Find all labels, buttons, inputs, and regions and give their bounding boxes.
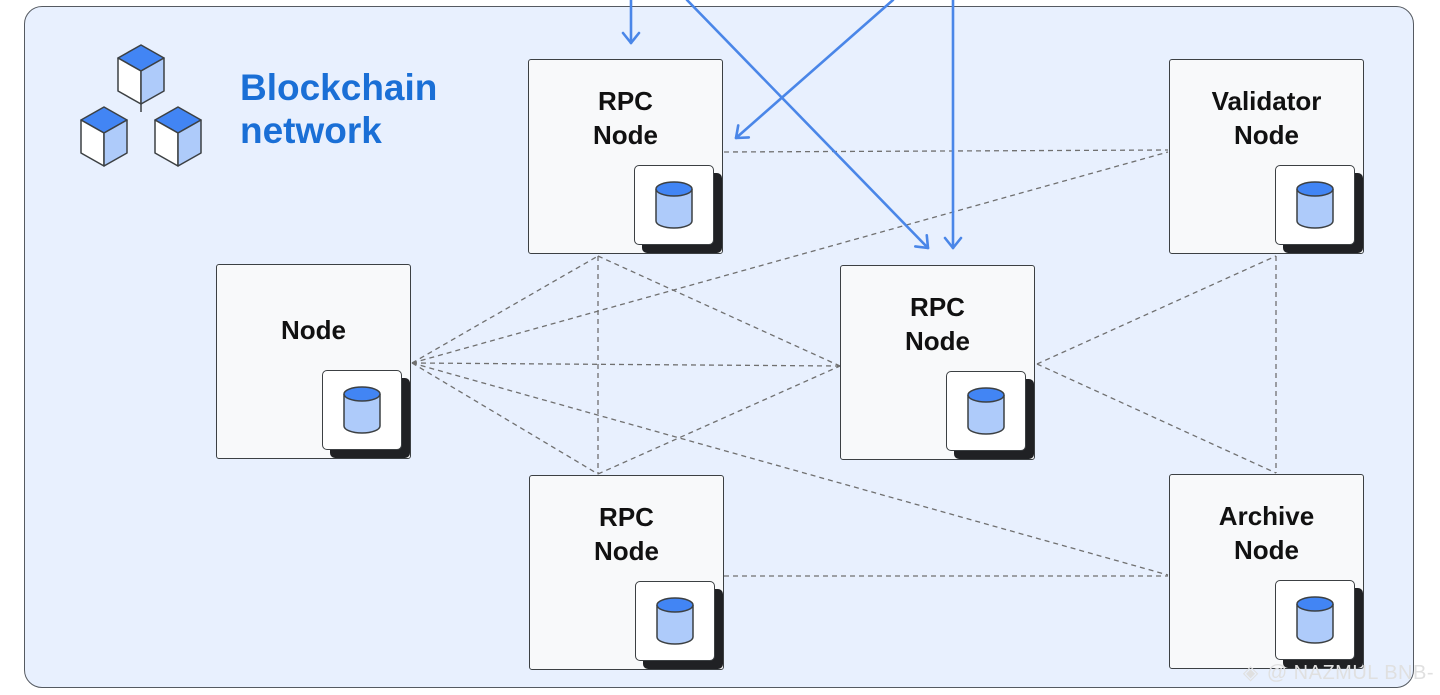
link-node-rpc3 — [411, 362, 599, 475]
rpc-node-bottom: RPC Node — [529, 475, 724, 670]
node-label: Node — [217, 313, 410, 347]
database-box — [635, 581, 715, 661]
database-box — [634, 165, 714, 245]
link-node-archive — [411, 362, 1169, 576]
node-label-line-2: Node — [594, 536, 659, 566]
node-label: RPC Node — [529, 84, 722, 152]
diagram-title: Blockchain network — [240, 66, 437, 152]
node-label-line-2: Node — [593, 120, 658, 150]
link-rpc1-rpc2 — [597, 255, 841, 367]
node-label: Archive Node — [1170, 499, 1363, 567]
node-label-line-2: Node — [1234, 120, 1299, 150]
database-icon — [967, 387, 1005, 435]
watermark: ◈ @ NAZMUL BNB- — [1243, 660, 1434, 685]
database-box — [1275, 165, 1355, 245]
database-box — [322, 370, 402, 450]
link-rpc2-validator — [1036, 255, 1277, 365]
node-label-line-1: RPC — [598, 86, 653, 116]
generic-node: Node — [216, 264, 411, 459]
node-label-line-1: Validator — [1211, 86, 1322, 116]
node-label-line-1: Archive — [1218, 501, 1315, 531]
validator-node: Validator Node — [1169, 59, 1364, 254]
node-label-line-2: Node — [281, 315, 346, 345]
link-node-rpc2 — [411, 362, 841, 367]
database-box — [946, 371, 1026, 451]
database-icon — [655, 181, 693, 229]
node-label-line-1: RPC — [599, 502, 654, 532]
archive-node: Archive Node — [1169, 474, 1364, 669]
diamond-icon: ◈ — [1242, 662, 1259, 684]
rpc-node-center: RPC Node — [840, 265, 1035, 460]
request-arrows — [621, 0, 963, 250]
link-rpc3-rpc2 — [597, 365, 841, 475]
database-icon — [343, 386, 381, 434]
node-label-line-1: RPC — [910, 292, 965, 322]
node-label-line-2: Node — [905, 326, 970, 356]
database-box — [1275, 580, 1355, 660]
node-label: RPC Node — [841, 290, 1034, 358]
database-icon — [656, 597, 694, 645]
node-label: RPC Node — [530, 500, 723, 568]
watermark-text: @ NAZMUL BNB- — [1266, 662, 1434, 684]
database-icon — [1296, 181, 1334, 229]
arrow-to-rpc2-diagonal — [685, 0, 930, 250]
node-label: Validator Node — [1170, 84, 1363, 152]
rpc-node-top: RPC Node — [528, 59, 723, 254]
title-line-2: network — [240, 110, 382, 151]
link-rpc1-validator — [723, 149, 1169, 153]
link-rpc2-archive — [1036, 363, 1277, 474]
arrow-to-rpc1-side — [734, 0, 895, 140]
link-node-validator — [411, 151, 1169, 364]
link-node-rpc1 — [411, 255, 599, 364]
node-label-line-2: Node — [1234, 535, 1299, 565]
title-line-1: Blockchain — [240, 67, 438, 108]
database-icon — [1296, 596, 1334, 644]
peer-connections — [411, 149, 1277, 577]
blockchain-cubes-icon — [80, 44, 202, 167]
